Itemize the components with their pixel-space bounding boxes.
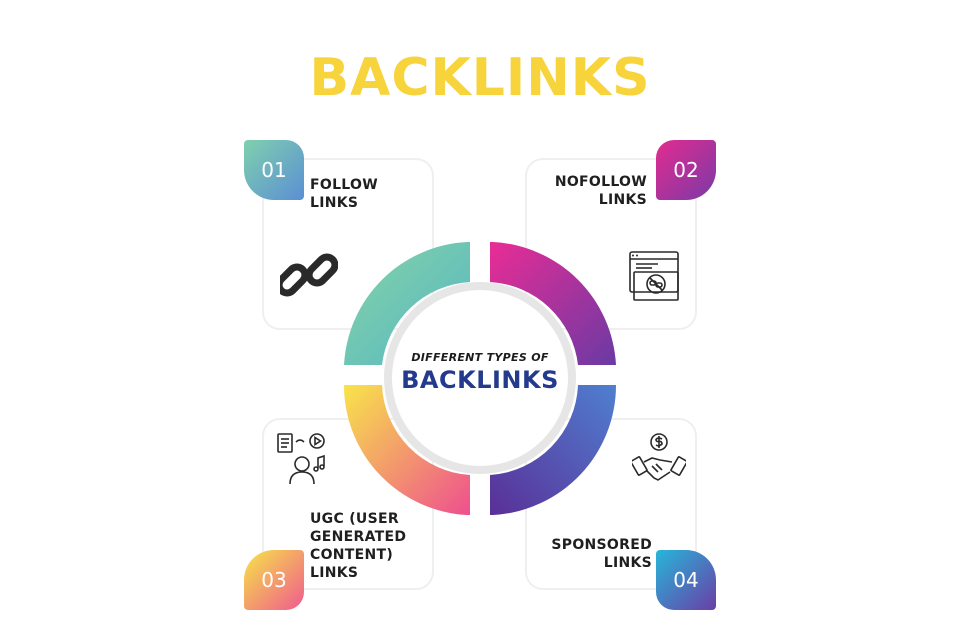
page-title: BACKLINKS	[309, 48, 651, 108]
card-nofollow-label: NOFOLLOW LINKS	[554, 174, 647, 208]
number-badge-02: 02	[656, 140, 716, 200]
sponsorship-handshake-icon	[632, 432, 686, 486]
chain-link-icon	[280, 250, 338, 306]
number-badge-01-text: 01	[261, 158, 287, 182]
card-ugc-label: UGC (USER GENERATED CONTENT) LINKS	[310, 511, 407, 581]
center-title: BACKLINKS	[401, 366, 559, 394]
number-badge-03: 03	[244, 550, 304, 610]
ring-segment-nofollow	[490, 242, 616, 365]
ring-segment-follow	[344, 242, 470, 365]
card-sponsored-label: SPONSORED LINKS	[551, 537, 652, 571]
user-content-icon	[274, 432, 330, 486]
number-badge-01: 01	[244, 140, 304, 200]
blocked-link-browser-icon	[628, 250, 682, 304]
ring-segment-ugc	[344, 385, 470, 515]
number-badge-02-text: 02	[673, 158, 699, 182]
backlink-types-ring	[330, 230, 630, 530]
center-subtitle: DIFFERENT TYPES OF	[411, 351, 549, 364]
number-badge-04: 04	[656, 550, 716, 610]
number-badge-04-text: 04	[673, 568, 699, 592]
number-badge-03-text: 03	[261, 568, 287, 592]
ring-segment-sponsored	[490, 385, 617, 515]
card-follow-label: FOLLOW LINKS	[310, 177, 378, 211]
